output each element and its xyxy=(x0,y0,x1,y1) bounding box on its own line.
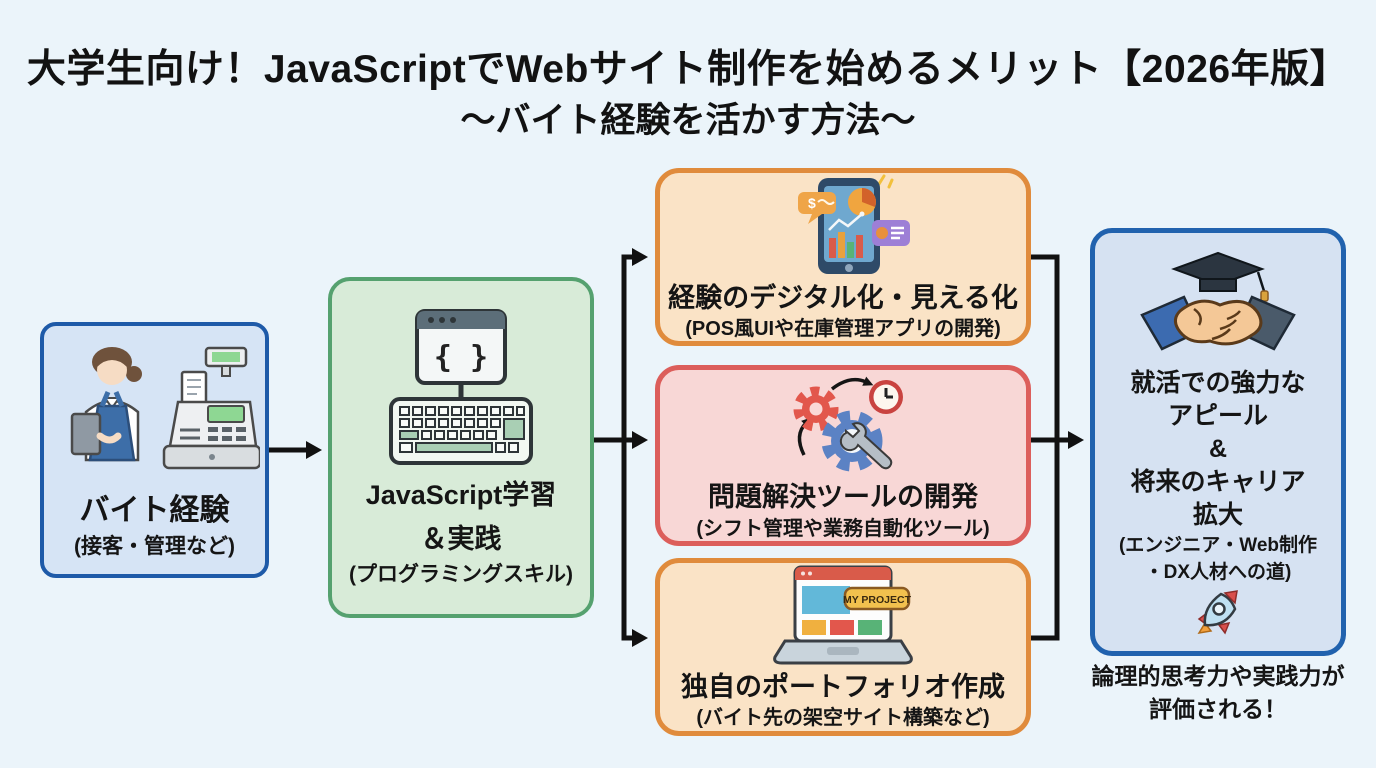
career-line-1: 就活での強力な xyxy=(1130,369,1306,398)
node-problem-solving-tools: 問題解決ツールの開発 (シフト管理や業務自動化ツール) xyxy=(655,365,1031,546)
page-title: 大学生向け！JavaScriptでWebサイト制作を始めるメリット【2026年版… xyxy=(26,48,1350,91)
node-career-outcome: 就活での強力な アピール & 将来のキャリア 拡大 (エンジニア・Web制作 ・… xyxy=(1090,228,1346,656)
analytics-tablet-icon: $ xyxy=(798,174,910,274)
career-sublabel-2: ・DX人材への道) xyxy=(1144,562,1292,583)
caption-line-2: 評価される！ xyxy=(1149,696,1287,723)
node-sublabel: (プログラミングスキル) xyxy=(349,562,573,586)
node-sublabel: (バイト先の架空サイト構築など) xyxy=(696,707,990,730)
node-label: バイト経験 xyxy=(79,494,230,528)
node-sublabel: (接客・管理など) xyxy=(74,534,235,558)
laptop-portfolio-icon: MY PROJECT xyxy=(773,565,913,665)
code-braces-glyph: { } xyxy=(434,340,488,375)
node-label-2: ＆実践 xyxy=(420,523,502,554)
node-part-time-experience: バイト経験 (接客・管理など) xyxy=(40,322,269,578)
node-digitize-experience: $ 経験のデジタル化・見える化 (POS風UIや在庫管理アプリの開発) xyxy=(655,168,1031,346)
cashier-staff-icon xyxy=(70,346,260,470)
career-line-5: 拡大 xyxy=(1192,501,1243,530)
my-project-badge: MY PROJECT xyxy=(843,594,912,606)
handshake-graduation-icon xyxy=(1140,252,1296,351)
dollar-glyph: $ xyxy=(808,195,816,211)
node-sublabel: (POS風UIや在庫管理アプリの開発) xyxy=(685,318,1001,341)
page-subtitle: ～バイト経験を活かす方法～ xyxy=(460,101,916,140)
career-line-2: アピール xyxy=(1167,402,1268,431)
career-line-3: & xyxy=(1208,435,1228,464)
node-label: 独自のポートフォリオ作成 xyxy=(681,671,1005,702)
career-line-4: 将来のキャリア xyxy=(1130,468,1306,497)
node-label: 問題解決ツールの開発 xyxy=(708,482,978,513)
gear-wrench-clock-icon xyxy=(793,376,903,472)
caption-line-1: 論理的思考力や実践力が xyxy=(1091,663,1345,689)
node-portfolio-creation: MY PROJECT 独自のポートフォリオ作成 (バイト先の架空サイト構築など) xyxy=(655,558,1031,736)
rocket-icon xyxy=(1197,589,1238,635)
code-keyboard-icon: { } xyxy=(389,309,533,465)
node-sublabel: (シフト管理や業務自動化ツール) xyxy=(696,517,990,540)
connector-merge xyxy=(1029,254,1060,641)
node-label: JavaScript学習 xyxy=(365,480,557,510)
career-sublabel-1: (エンジニア・Web制作 xyxy=(1118,535,1318,557)
node-label: 経験のデジタル化・見える化 xyxy=(668,282,1018,313)
node-javascript-learning: { } JavaScript学習 ＆実践 (プログラミングスキル) xyxy=(328,277,594,618)
evaluation-caption: 論理的思考力や実践力が 評価される！ xyxy=(1040,660,1376,727)
